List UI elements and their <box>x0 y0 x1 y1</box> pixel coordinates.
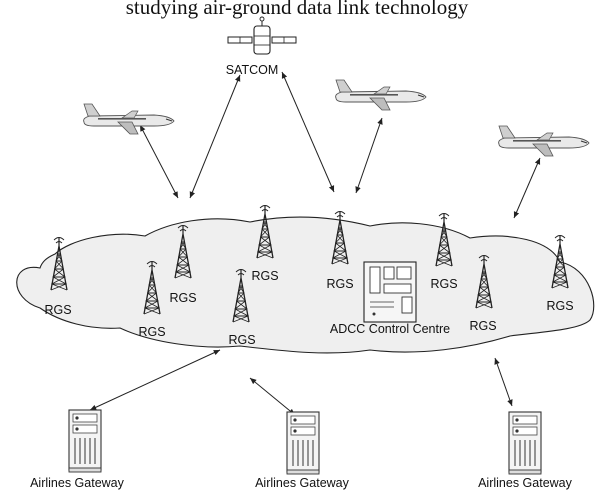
arrow-cloud-gateway-right <box>494 357 513 407</box>
arrow-plane-rgs-center <box>355 117 383 194</box>
rgs-label: RGS <box>326 277 353 291</box>
arrow-cloud-gateway-left <box>89 349 221 411</box>
rgs-label: RGS <box>228 333 255 347</box>
gateway-label: Airlines Gateway <box>30 476 125 490</box>
gateway-server-icon <box>68 409 102 473</box>
gateway-server-icon <box>286 411 320 475</box>
arrow-cloud-gateway-center <box>249 377 296 416</box>
arrow-satcom-rgs <box>189 74 241 199</box>
satcom-label: SATCOM <box>226 63 279 77</box>
network-cloud <box>16 216 595 354</box>
rgs-label: RGS <box>251 269 278 283</box>
control-centre-icon <box>363 261 417 323</box>
rgs-label: RGS <box>469 319 496 333</box>
satellite-icon <box>227 16 297 55</box>
arrow-satcom-rgs-center <box>281 71 335 193</box>
rgs-label: RGS <box>169 291 196 305</box>
airplane-icon <box>498 125 590 157</box>
arrow-plane-rgs-right <box>513 157 541 219</box>
connection-arrows <box>89 71 541 416</box>
rgs-label: RGS <box>430 277 457 291</box>
control-centre-label: ADCC Control Centre <box>330 322 450 336</box>
rgs-label: RGS <box>546 299 573 313</box>
gateway-label: Airlines Gateway <box>478 476 573 490</box>
header-text: studying air-ground data link technology <box>126 0 469 19</box>
arrow-plane-rgs <box>139 124 179 199</box>
rgs-label: RGS <box>138 325 165 339</box>
airplane-icon <box>335 79 427 111</box>
gateway-label: Airlines Gateway <box>255 476 350 490</box>
gateway-server-icon <box>508 411 542 475</box>
airplane-icon <box>83 103 175 135</box>
rgs-label: RGS <box>44 303 71 317</box>
